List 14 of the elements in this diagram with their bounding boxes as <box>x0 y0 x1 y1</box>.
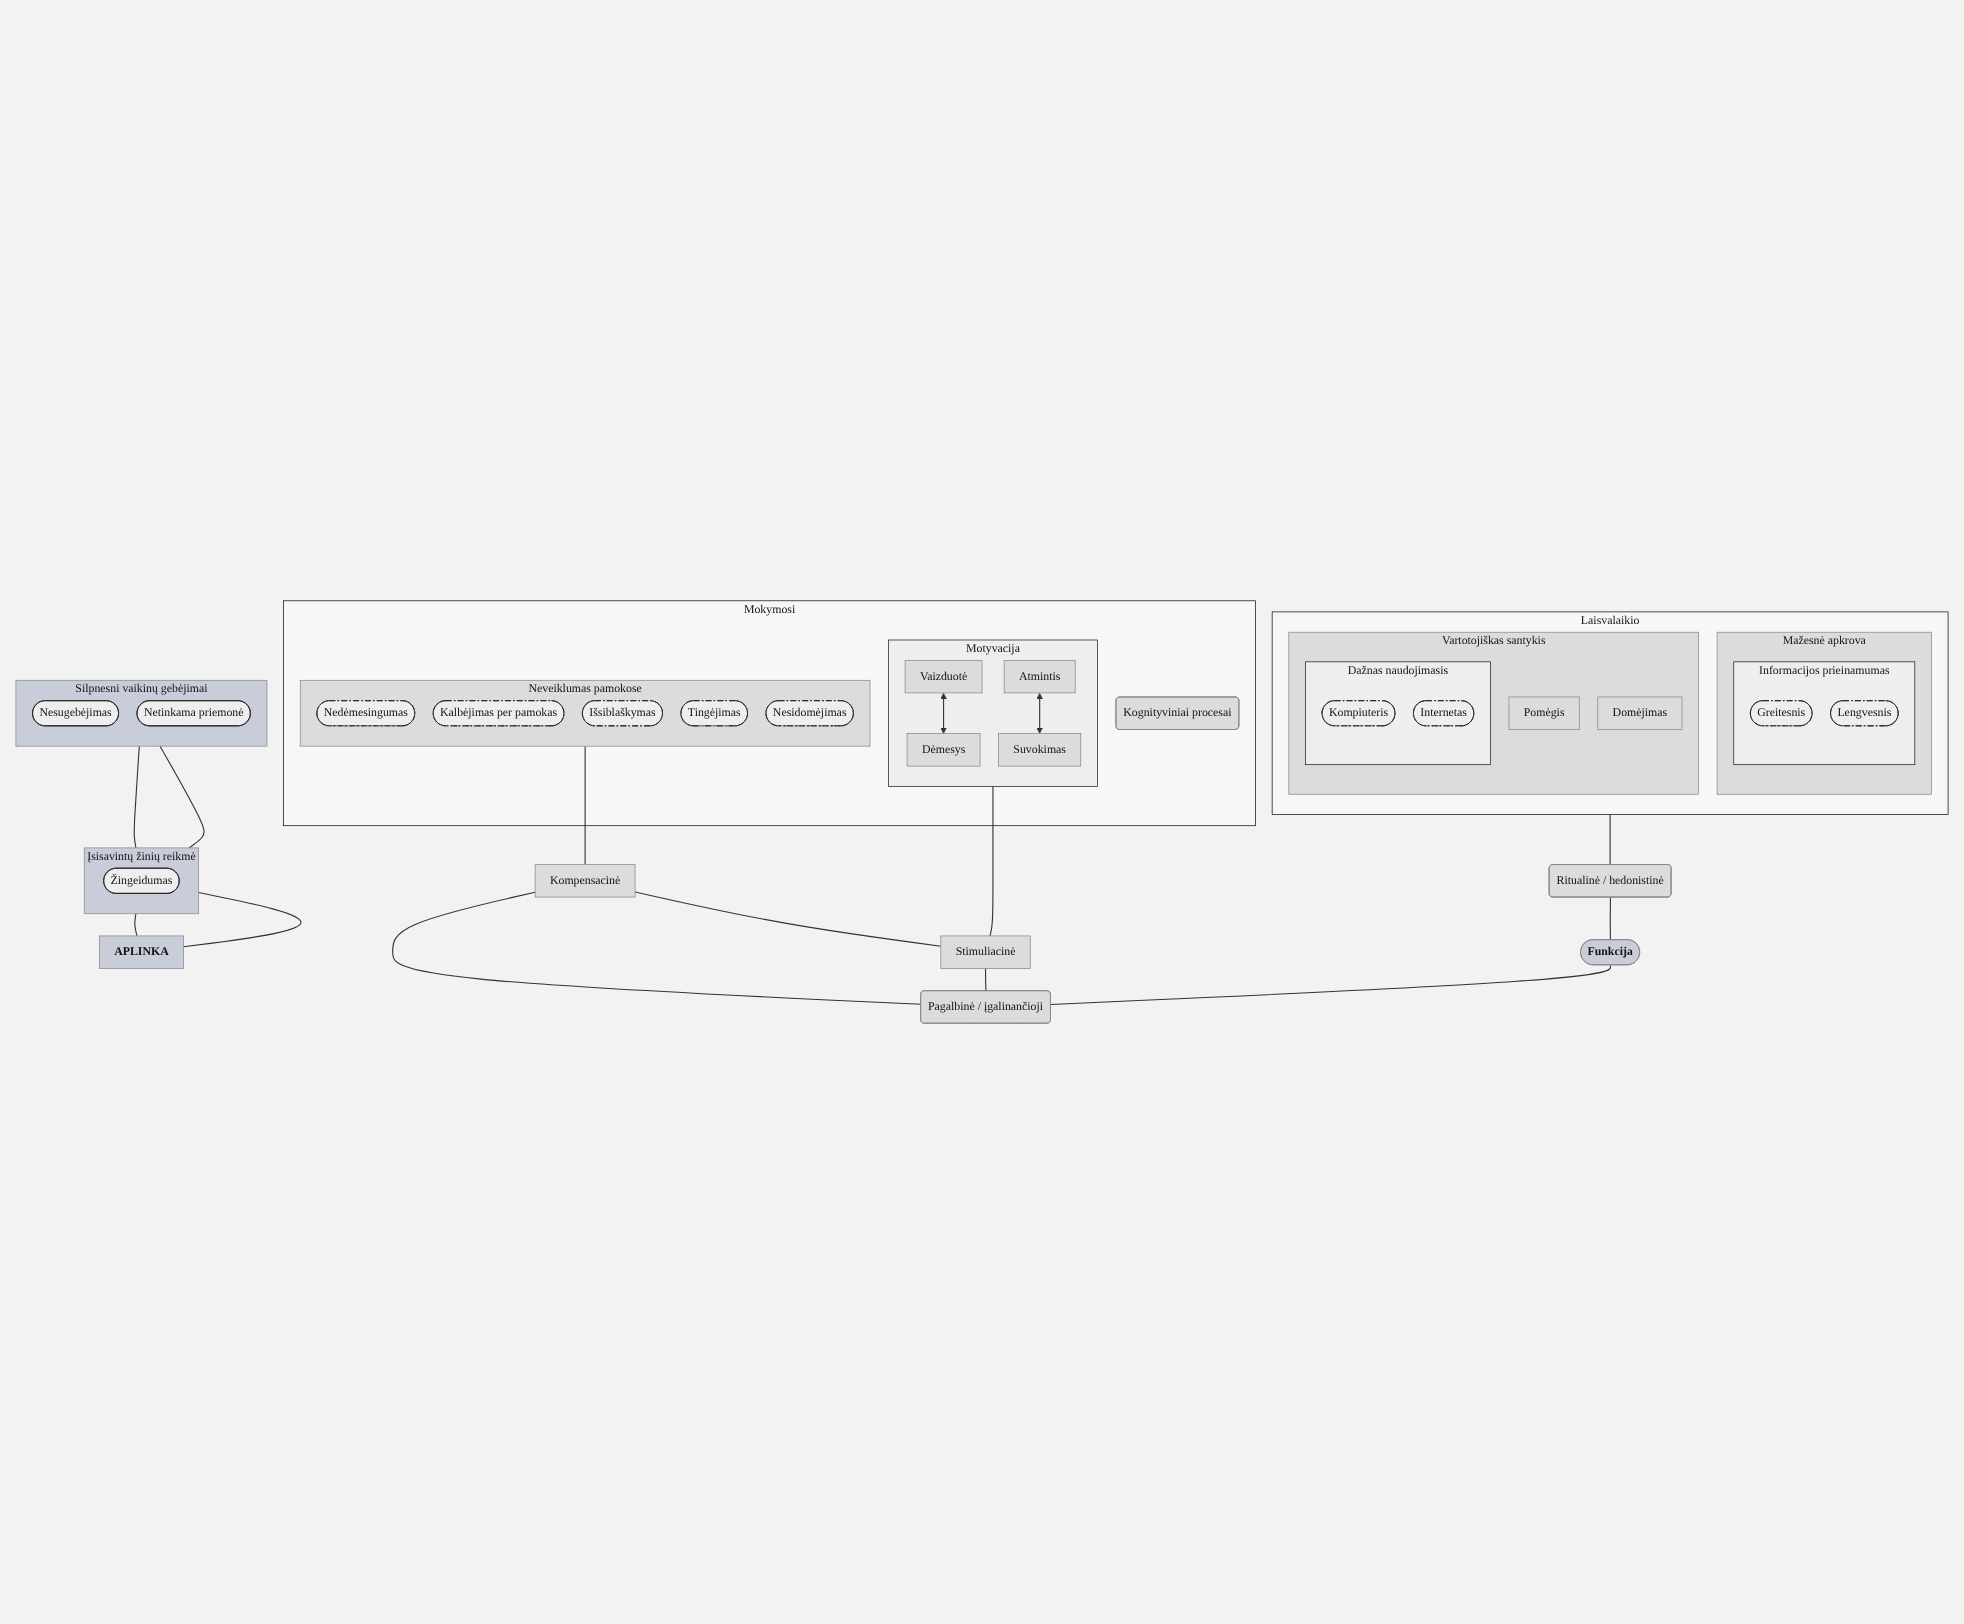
connector <box>584 745 586 866</box>
connector <box>133 745 140 849</box>
arrow <box>940 692 947 734</box>
connector <box>1050 964 1612 1005</box>
connector <box>634 891 942 947</box>
connector <box>134 913 138 937</box>
connector <box>182 892 302 948</box>
arrow <box>1036 692 1043 734</box>
connector <box>159 745 205 849</box>
connector <box>392 891 922 1005</box>
connector <box>985 967 987 992</box>
connector <box>989 785 994 937</box>
connector <box>1609 814 1611 866</box>
connector <box>1609 896 1612 941</box>
